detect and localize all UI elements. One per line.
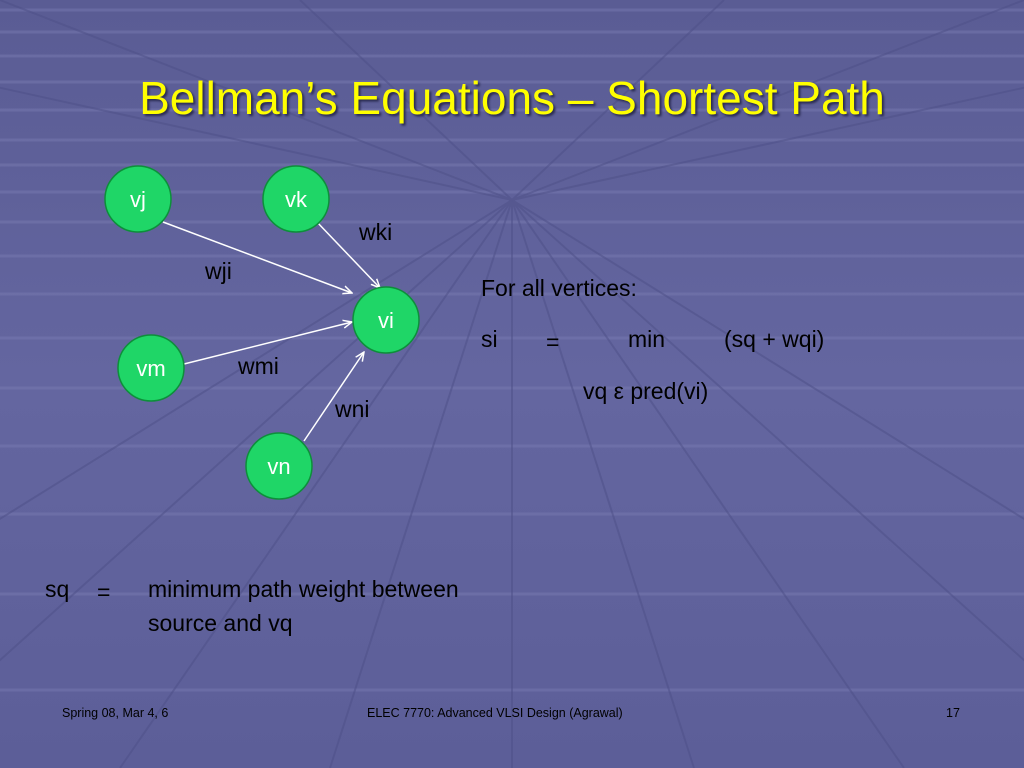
definition-term: sq bbox=[45, 576, 70, 602]
definition-equals: = bbox=[97, 579, 111, 605]
node-label-vm: vm bbox=[136, 356, 165, 381]
edge-vn-vi bbox=[303, 352, 364, 442]
node-label-vi: vi bbox=[378, 308, 394, 333]
node-vn: vn bbox=[245, 432, 313, 500]
edge-vm-vi bbox=[183, 322, 352, 365]
equation-lhs: si bbox=[481, 326, 498, 352]
footer-course: ELEC 7770: Advanced VLSI Design (Agrawal… bbox=[367, 706, 623, 720]
equation-subscript: vq ε pred(vi) bbox=[583, 378, 709, 404]
slide-title: Bellman’s Equations – Shortest Path bbox=[139, 72, 885, 124]
edge-label-wni: wni bbox=[334, 396, 370, 422]
node-label-vn: vn bbox=[267, 454, 290, 479]
footer-page-number: 17 bbox=[946, 706, 960, 720]
node-vj: vj bbox=[104, 165, 172, 233]
node-vk: vk bbox=[262, 165, 330, 233]
node-label-vj: vj bbox=[130, 187, 146, 212]
equation-heading: For all vertices: bbox=[481, 275, 637, 301]
definition-line-1: minimum path weight between bbox=[148, 576, 459, 602]
edge-vj-vi bbox=[162, 221, 352, 293]
footer-date: Spring 08, Mar 4, 6 bbox=[62, 706, 169, 720]
edge-label-wki: wki bbox=[358, 219, 392, 245]
node-vm: vm bbox=[117, 334, 185, 402]
edge-label-wji: wji bbox=[204, 258, 232, 284]
equation-min: min bbox=[628, 326, 666, 352]
edge-label-wmi: wmi bbox=[237, 353, 279, 379]
equation-equals: = bbox=[546, 329, 560, 355]
definition-line-2: source and vq bbox=[148, 610, 293, 636]
edge-vk-vi bbox=[315, 220, 380, 288]
equation-expression: (sq + wqi) bbox=[724, 326, 825, 352]
node-vi: vi bbox=[352, 286, 420, 354]
node-label-vk: vk bbox=[285, 187, 308, 212]
